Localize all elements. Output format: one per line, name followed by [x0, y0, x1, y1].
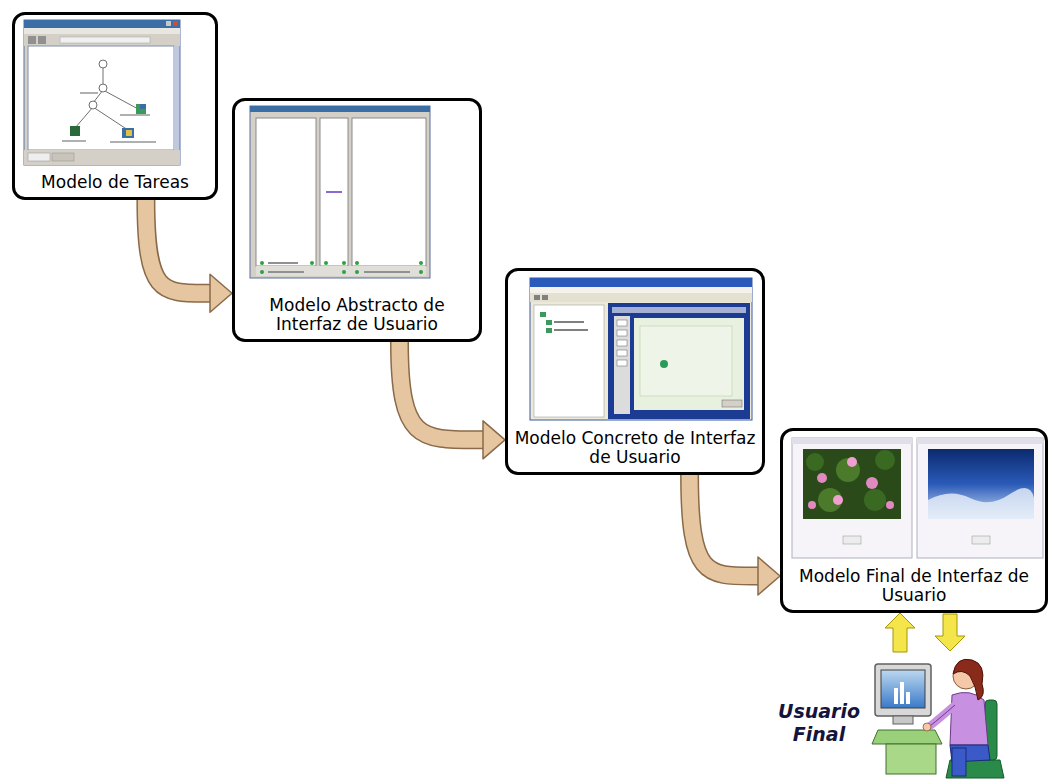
model-box: Modelo Abstracto de Interfaz de Usuario [232, 98, 482, 342]
transformation-arrow [400, 342, 506, 459]
model-label: Modelo Concreto de Interfaz de Usuario [514, 429, 756, 468]
arrow-head [210, 274, 232, 312]
arrow-body [690, 475, 760, 576]
arrow-body [400, 342, 486, 440]
transformation-arrow [690, 475, 780, 595]
model-label: Modelo Final de Interfaz de Usuario [789, 567, 1039, 606]
task-model-screenshot [24, 20, 180, 165]
model-box: Modelo de Tareas [12, 12, 218, 200]
arrow-head [483, 421, 505, 459]
arrow-outline [146, 200, 212, 293]
arrow-head [758, 557, 780, 595]
concrete-ui-screenshot [530, 278, 752, 420]
model-label: Modelo de Tareas [21, 173, 209, 193]
transformation-arrow [146, 200, 232, 312]
model-box: Modelo Concreto de Interfaz de Usuario [505, 268, 765, 475]
abstract-ui-screenshot [250, 106, 430, 278]
model-box: Modelo Final de Interfaz de Usuario [780, 428, 1048, 613]
model-label: Modelo Abstracto de Interfaz de Usuario [241, 296, 473, 335]
final-ui-screenshot [792, 438, 1043, 558]
user-label: Usuario Final [768, 700, 870, 746]
arrow-outline [690, 475, 760, 576]
interaction-arrows [885, 613, 965, 652]
arrow-body [146, 200, 212, 293]
arrow-outline [400, 342, 486, 440]
user-figure [872, 659, 1004, 778]
